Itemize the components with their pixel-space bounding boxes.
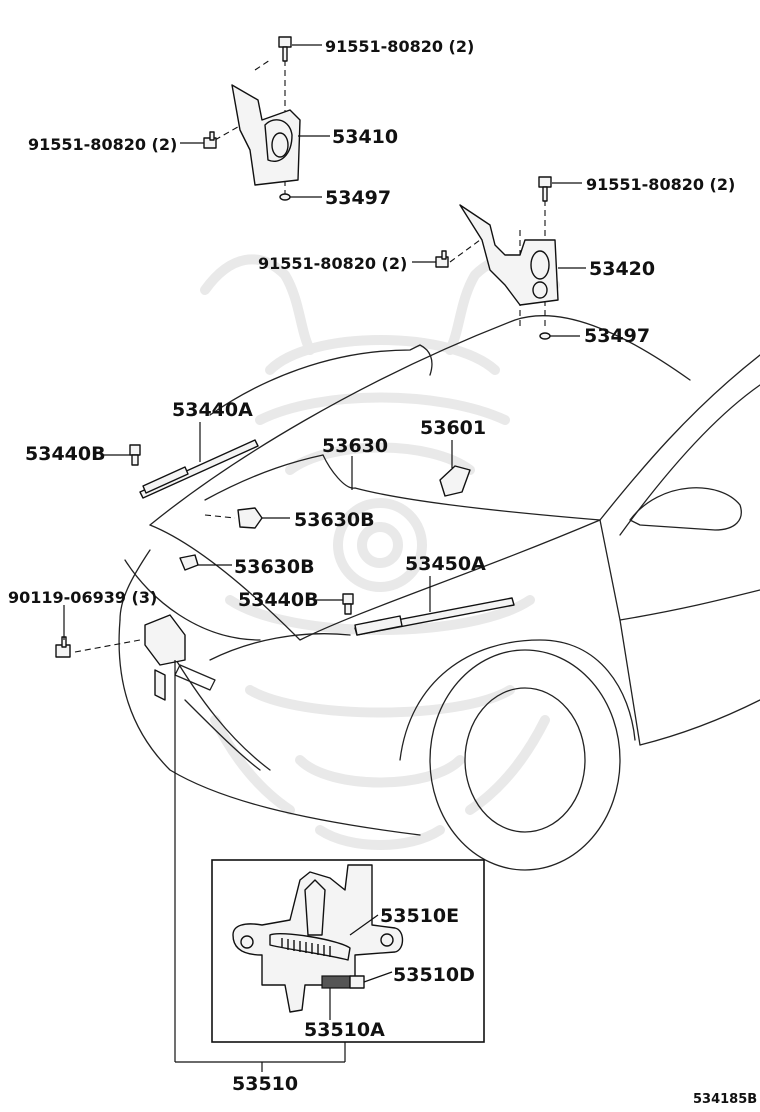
push-clip-icon	[237, 507, 263, 529]
washer-icon	[539, 332, 551, 340]
hood-insulator-part	[439, 440, 471, 497]
label-washer-left: 53497	[325, 187, 391, 209]
label-lock-spring: 53510E	[380, 905, 459, 927]
hinge-left-assembly	[180, 36, 330, 201]
label-support-rod-a: 53440A	[172, 399, 253, 421]
hood-support-rod-upper	[103, 422, 259, 499]
samurai-helmet-watermark	[200, 254, 560, 850]
push-clip-icon	[179, 554, 199, 571]
label-clip-b-upper: 53630B	[294, 509, 375, 531]
label-seal: 53630	[322, 435, 388, 457]
hinge-right-assembly	[412, 176, 586, 340]
hex-bolt-icon	[538, 176, 552, 202]
label-clip-b-lower: 53630B	[234, 556, 315, 578]
label-hinge-right: 53420	[589, 258, 655, 280]
label-support-rod-450a: 53450A	[405, 553, 486, 575]
label-bolt-top-right-hinge: 91551-80820 (2)	[586, 175, 735, 194]
label-bolt-side-left-hinge: 91551-80820 (2)	[28, 135, 177, 154]
hood-lock-assembly	[55, 605, 346, 1072]
label-insulator: 53601	[420, 417, 486, 439]
label-bolt-top-left-hinge: 91551-80820 (2)	[325, 37, 474, 56]
label-support-rod-b-lower: 53440B	[238, 589, 319, 611]
diagram-code: 534185B	[693, 1092, 757, 1107]
lock-detail-inset	[211, 859, 485, 1043]
label-lock-part-a: 53510A	[304, 1019, 385, 1041]
label-washer-right: 53497	[584, 325, 650, 347]
label-hinge-left: 53410	[332, 126, 398, 148]
washer-icon	[279, 193, 291, 201]
hood-seal	[179, 456, 353, 571]
hex-bolt-icon	[203, 131, 217, 149]
hex-bolt-icon	[55, 636, 71, 658]
label-screw: 90119-06939 (3)	[8, 588, 157, 607]
callout-labels: 91551-80820 (2) 91551-80820 (2) 53410 53…	[8, 37, 757, 1107]
label-support-rod-b-upper: 53440B	[25, 443, 106, 465]
label-bolt-side-right-hinge: 91551-80820 (2)	[258, 254, 407, 273]
hex-bolt-icon	[435, 250, 449, 268]
label-lock-assy: 53510	[232, 1073, 298, 1095]
hex-bolt-icon	[278, 36, 292, 62]
label-lock-part-d: 53510D	[393, 964, 475, 986]
hood-support-rod-lower	[316, 576, 515, 636]
